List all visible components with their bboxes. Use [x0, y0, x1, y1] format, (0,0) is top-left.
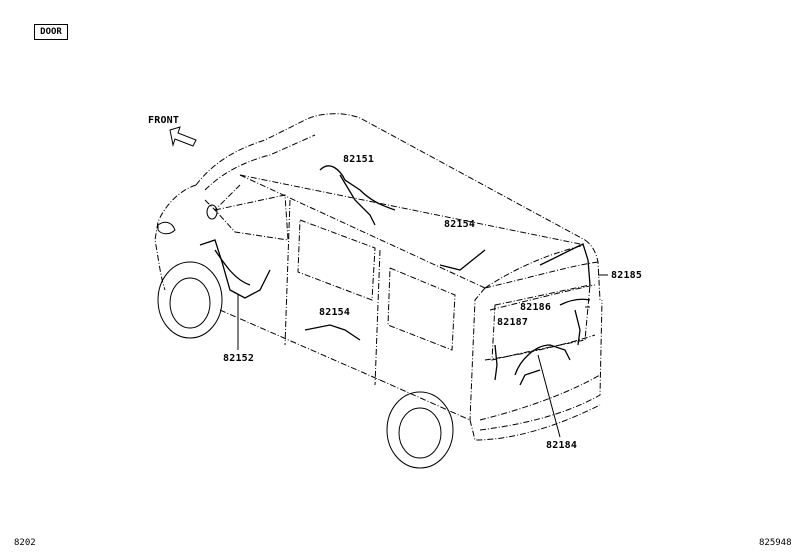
direction-label: FRONT [148, 115, 180, 126]
part-label-82152: 82152 [223, 353, 255, 364]
part-label-82154-rear: 82154 [444, 219, 476, 230]
section-tag: DOOR [34, 24, 68, 40]
part-label-82187: 82187 [497, 317, 529, 328]
part-label-82154-side: 82154 [319, 307, 351, 318]
part-label-82184: 82184 [546, 440, 578, 451]
part-label-82151: 82151 [343, 154, 375, 165]
part-label-82185: 82185 [611, 270, 643, 281]
part-label-82186: 82186 [520, 302, 552, 313]
illustration-id: 825948 [759, 538, 792, 548]
figure-number: 8202 [14, 538, 36, 548]
